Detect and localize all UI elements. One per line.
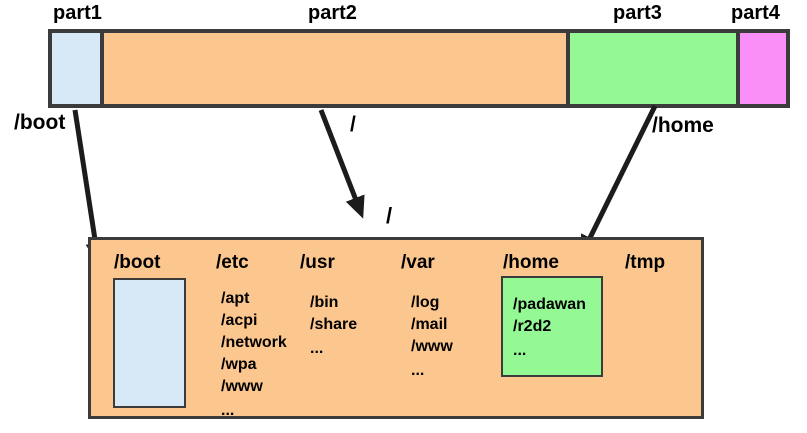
- filesystem-box: /boot /etc /apt /acpi /network /wpa /www…: [88, 237, 704, 419]
- dir-item: /network: [221, 334, 287, 351]
- mount-label-root: /: [350, 113, 356, 136]
- dir-item: ...: [513, 342, 527, 359]
- boot-partition-rect: [113, 278, 186, 408]
- fs-col-boot-label: /boot: [114, 252, 161, 273]
- dir-item: ...: [310, 340, 324, 357]
- home-partition-rect: /padawan /r2d2 ...: [501, 276, 603, 377]
- dir-item: /mail: [411, 316, 448, 333]
- mount-label-boot: /boot: [14, 111, 66, 134]
- dir-item: ...: [221, 402, 235, 419]
- dir-item: /www: [221, 378, 263, 395]
- mount-label-home: /home: [652, 114, 714, 137]
- dir-item: /share: [310, 316, 358, 333]
- home-dir-list: /padawan /r2d2 ...: [513, 294, 586, 362]
- dir-item: /r2d2: [513, 318, 552, 335]
- etc-dir-list: /apt /acpi /network /wpa /www ...: [221, 288, 287, 422]
- var-dir-list: /log /mail /www ...: [411, 292, 453, 382]
- dir-item: /acpi: [221, 312, 258, 329]
- dir-item: /www: [411, 338, 453, 355]
- fs-col-home-label: /home: [503, 252, 559, 273]
- part3-label: part3: [613, 2, 662, 24]
- partition-part2: [104, 33, 570, 104]
- fs-root-label: /: [386, 203, 393, 228]
- fs-col-etc-label: /etc: [216, 252, 249, 273]
- partition-part4: [740, 33, 786, 104]
- dir-item: /wpa: [221, 356, 257, 373]
- fs-col-var-label: /var: [401, 252, 435, 273]
- part2-label: part2: [308, 2, 357, 24]
- dir-item: /apt: [221, 290, 250, 307]
- dir-item: /bin: [310, 294, 339, 311]
- arrow-part3-to-home: [580, 104, 658, 258]
- dir-item: /padawan: [513, 296, 586, 313]
- part1-label: part1: [53, 2, 102, 24]
- partition-part1: [52, 33, 104, 104]
- dir-item: ...: [411, 362, 425, 379]
- partition-bar: [48, 29, 790, 108]
- fs-col-tmp-label: /tmp: [625, 252, 666, 273]
- dir-item: /log: [411, 294, 440, 311]
- usr-dir-list: /bin /share ...: [310, 292, 357, 360]
- part4-label: part4: [731, 2, 780, 24]
- partition-part3: [570, 33, 740, 104]
- fs-col-usr-label: /usr: [300, 252, 335, 273]
